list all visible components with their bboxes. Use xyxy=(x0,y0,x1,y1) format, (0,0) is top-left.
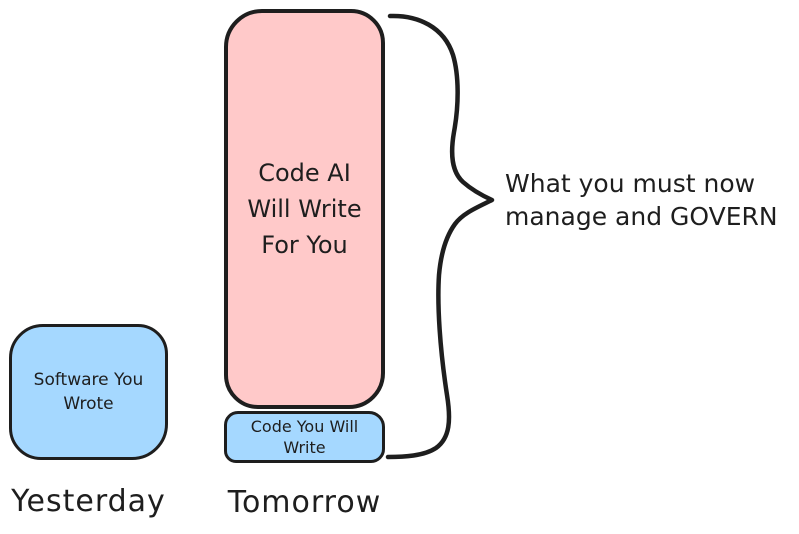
software-you-wrote-label-line2: Wrote xyxy=(63,394,114,414)
code-ai-will-write-box: Code AI Will Write For You xyxy=(224,9,385,409)
code-ai-label-line3: For You xyxy=(261,231,348,259)
yesterday-label: Yesterday xyxy=(11,484,166,519)
code-you-will-write-label-line1: Code You Will xyxy=(250,417,359,436)
annotation-line2: manage and GOVERN xyxy=(505,202,778,231)
code-you-will-write-box: Code You Will Write xyxy=(224,411,385,463)
code-ai-label-line1: Code AI xyxy=(258,159,351,187)
software-you-wrote-label-line1: Software You xyxy=(33,370,144,390)
code-ai-label-line2: Will Write xyxy=(247,195,362,223)
tomorrow-label: Tomorrow xyxy=(227,485,382,520)
annotation-text: What you must now manage and GOVERN xyxy=(505,167,778,233)
code-you-will-write-label-line2: Write xyxy=(283,438,326,457)
annotation-line1: What you must now xyxy=(505,169,756,198)
curly-brace-path xyxy=(385,13,495,460)
software-you-wrote-box: Software You Wrote xyxy=(9,324,168,460)
